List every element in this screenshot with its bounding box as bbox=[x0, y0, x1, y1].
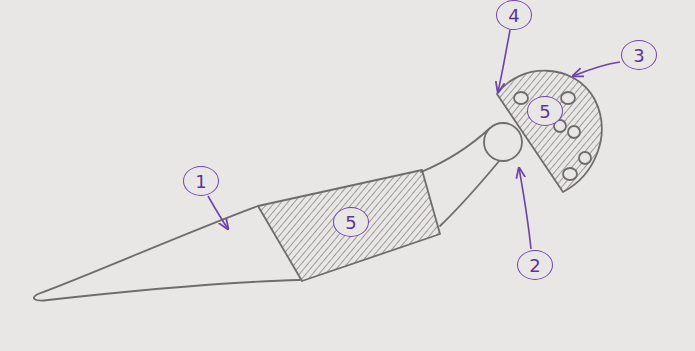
callout-number: 5 bbox=[527, 96, 563, 126]
callout-number: 2 bbox=[517, 250, 553, 280]
callout-number: 5 bbox=[333, 207, 369, 237]
callout-number: 4 bbox=[496, 0, 532, 30]
callout-number: 1 bbox=[183, 166, 219, 196]
callout-number: 3 bbox=[621, 40, 657, 70]
